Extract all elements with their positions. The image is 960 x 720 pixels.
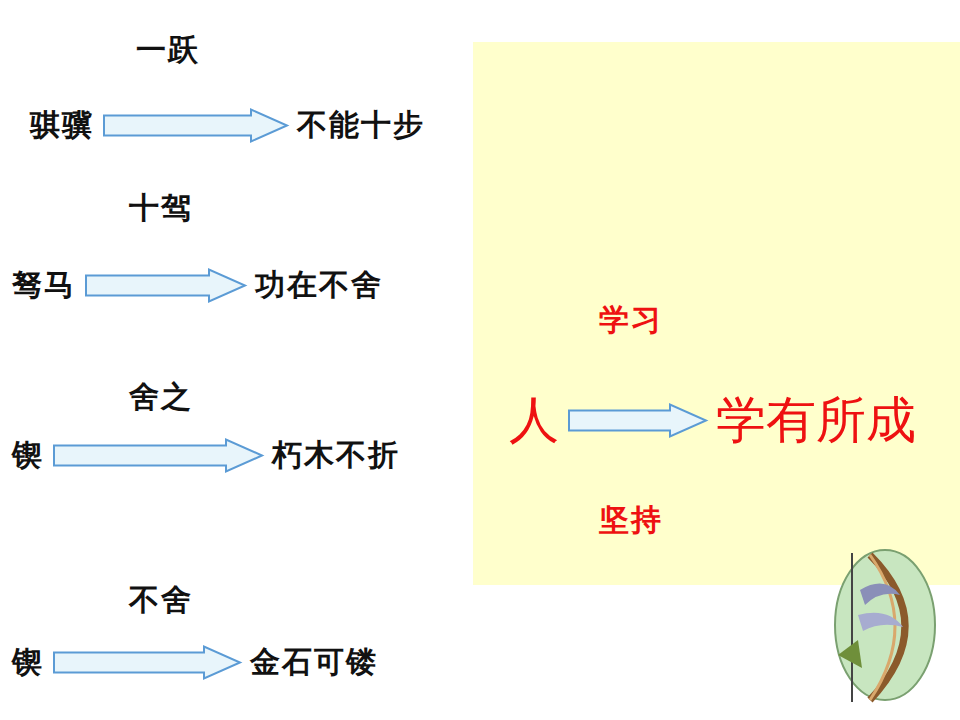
text-node: 学有所成 [712, 385, 920, 456]
arrow-label: 舍之 [129, 377, 193, 418]
node-text: 骐骥 [30, 105, 94, 146]
text-node: 不能十步 [293, 103, 429, 148]
block-arrow [54, 440, 262, 472]
feather [858, 613, 903, 631]
node-text: 锲 [12, 435, 44, 476]
node-text: 驽马 [12, 265, 76, 306]
node-text: 学有所成 [716, 387, 916, 454]
text-node: 金石可镂 [246, 640, 382, 685]
icon-ground [835, 550, 935, 700]
node-text: 朽木不折 [272, 435, 400, 476]
bow-limb [870, 555, 905, 700]
block-arrow [104, 110, 287, 142]
text-node: 功在不舍 [251, 263, 387, 308]
arrow-label: 学习 [599, 300, 663, 341]
node-text: 人 [509, 387, 559, 454]
bow-inner [870, 555, 895, 700]
arrow-label: 一跃 [136, 30, 200, 71]
arrow-label: 不舍 [129, 580, 193, 621]
bow-icon [835, 550, 935, 702]
text-node: 骐骥 [26, 103, 98, 148]
block-arrow [54, 647, 240, 679]
yellow-panel [473, 42, 960, 585]
text-node: 锲 [8, 640, 48, 685]
text-node: 朽木不折 [268, 433, 404, 478]
node-text: 锲 [12, 642, 44, 683]
bow-string [851, 553, 853, 702]
text-node: 锲 [8, 433, 48, 478]
arrow-tip [838, 640, 862, 668]
arrow-label: 十驾 [129, 188, 193, 229]
text-node: 人 [505, 385, 563, 456]
feather [860, 584, 900, 605]
node-text: 金石可镂 [250, 642, 378, 683]
note-label: 坚持 [599, 500, 663, 541]
node-text: 不能十步 [297, 105, 425, 146]
node-text: 功在不舍 [255, 265, 383, 306]
block-arrow [569, 405, 706, 437]
block-arrow [86, 270, 245, 302]
text-node: 驽马 [8, 263, 80, 308]
